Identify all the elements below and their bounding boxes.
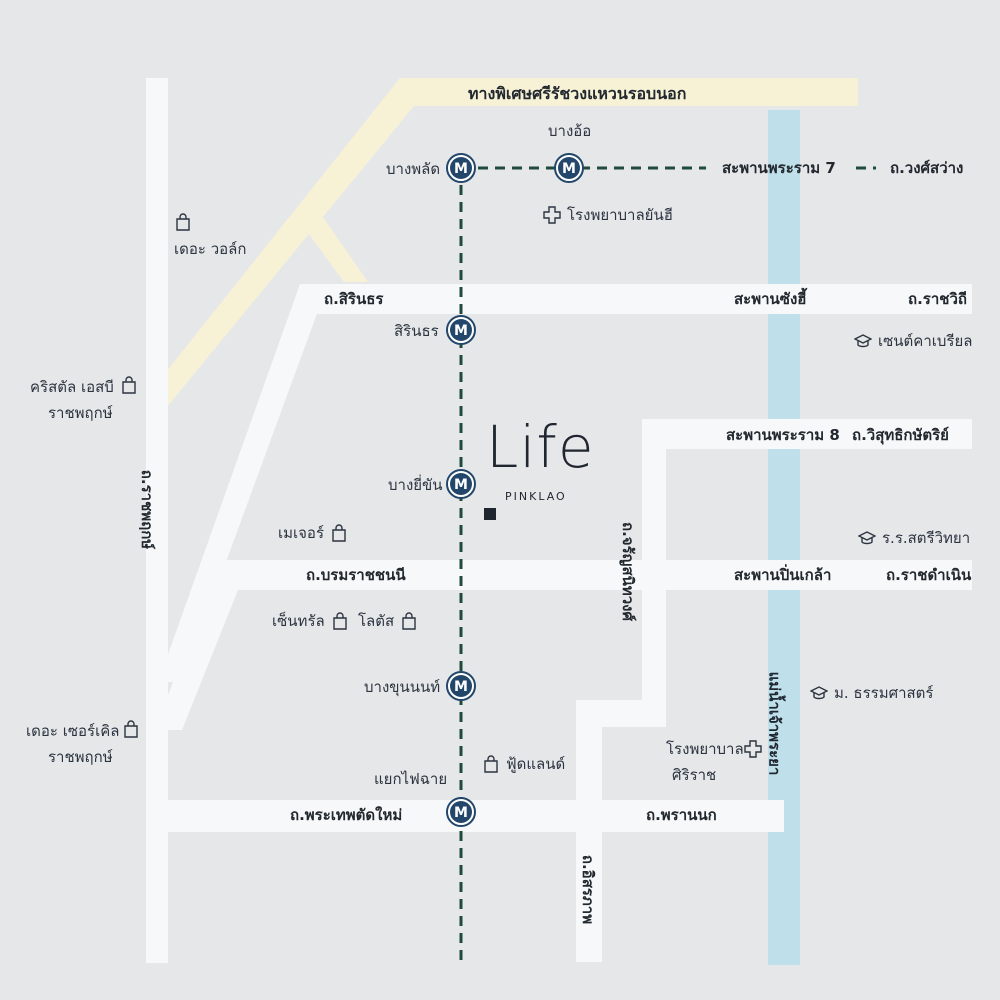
logo-subtitle: PINKLAO: [505, 490, 567, 503]
shopping-bag-icon: [402, 612, 416, 630]
station-bang-phlat-marker: M: [446, 153, 476, 183]
road-ratchaphruek: [146, 78, 168, 963]
shopping-bag-icon: [122, 376, 136, 394]
road-label-phrakhet: ถ.พระเทพตัดใหม่: [290, 806, 403, 824]
road-sirinthon-diagonal: [166, 284, 322, 682]
graduation-cap-icon: [858, 531, 876, 545]
road-charansanitwong-jog: [576, 678, 666, 962]
road-label-phrannok: ถ.พรานนก: [646, 806, 717, 824]
poi-label: ม. ธรรมศาสตร์: [834, 684, 934, 702]
station-label-sirinthon: สิรินธร: [394, 322, 439, 340]
station-bang-yi-khan-marker: M: [446, 469, 476, 499]
poi-label: ฟู้ดแลนด์: [506, 755, 566, 773]
poi-label: เมเจอร์: [278, 524, 324, 542]
station-bang-khun-non-marker: M: [446, 671, 476, 701]
bridge-label-rama7: สะพานพระราม 7: [722, 159, 836, 177]
poi-label: ร.ร.สตรีวิทยา: [882, 529, 971, 547]
poi-label: โรงพยาบาลยันฮี: [567, 206, 673, 224]
station-fill: [450, 801, 472, 823]
poi-central: เซ็นทรัล: [272, 609, 349, 633]
road-label-wongsawang: ถ.วงศ์สว่าง: [890, 159, 964, 177]
hospital-icon: [543, 206, 561, 224]
expressway-diagonal: [166, 78, 858, 408]
station-label-bang-yi-khan: บางยี่ขัน: [388, 476, 443, 494]
poi-label-crystal-2: ราชพฤกษ์: [48, 404, 113, 422]
bridge-label-pinklao: สะพานปิ่นเกล้า: [734, 566, 832, 584]
poi-major: เมเจอร์: [278, 521, 348, 545]
road-label-itsaraphap: ถ.อิสรภาพ: [579, 854, 598, 925]
poi-label-siriraj-2: ศิริราช: [672, 766, 717, 784]
expressway-ramp: [303, 210, 368, 282]
shopping-bag-icon: [124, 720, 138, 738]
poi-label-crystal-1: คริสตัล เอสบี: [30, 378, 114, 396]
hospital-icon: [744, 740, 762, 758]
poi-foodland: ฟู้ดแลนด์: [482, 752, 565, 776]
station-label-bang-phlat: บางพลัด: [386, 160, 441, 178]
station-fill: [450, 319, 472, 341]
shopping-bag-icon: [332, 524, 346, 542]
graduation-cap-icon: [810, 686, 828, 700]
road-label-charansanitwong: ถ.จรัญสนิทวงศ์: [618, 522, 637, 621]
station-fill: [450, 675, 472, 697]
logo-title: Life: [486, 413, 595, 481]
station-bang-o-marker: M: [554, 153, 584, 183]
poi-label-the-walk: เดอะ วอล์ก: [174, 240, 247, 258]
road-label-ratchadamnoen: ถ.ราชดำเนิน: [886, 566, 972, 584]
metro-m-icon: M: [454, 477, 468, 493]
road-label-sirinthon: ถ.สิรินธร: [324, 290, 384, 308]
poi-lotus: โลตัส: [358, 609, 418, 633]
station-label-bang-khun-non: บางขุนนนท์: [364, 678, 441, 696]
road-boromratchachonnani: [222, 560, 972, 590]
shopping-bag-icon: [484, 755, 498, 773]
poi-label: เซ็นทรัล: [272, 612, 325, 630]
poi-label-circle-1: เดอะ เซอร์เคิล: [26, 722, 120, 740]
graduation-cap-icon: [854, 334, 872, 348]
road-borom-diagonal: [166, 560, 238, 730]
poi-label-siriraj-1: โรงพยาบาล: [666, 740, 744, 758]
road-sirinthon: [300, 284, 972, 314]
road-label-wisutkasat: ถ.วิสุทธิกษัตริย์: [852, 426, 949, 444]
poi-label: เซนต์คาเบรียล: [878, 332, 973, 350]
station-fill: [558, 157, 580, 179]
bridge-label-rama8: สะพานพระราม 8: [726, 426, 840, 444]
metro-m-icon: M: [562, 161, 576, 177]
road-label-boromratchachonnani: ถ.บรมราชชนนี: [306, 566, 406, 584]
poi-the-walk: [174, 213, 192, 235]
station-fill: [450, 473, 472, 495]
poi-label: โลตัส: [358, 612, 395, 630]
metro-m-icon: M: [454, 323, 468, 339]
river-chao-phraya: [768, 110, 800, 965]
shopping-bag-icon: [333, 612, 347, 630]
shopping-bag-icon: [176, 213, 190, 231]
road-wisutkasat: [642, 419, 972, 449]
metro-m-icon: M: [454, 805, 468, 821]
station-label-bang-o: บางอ้อ: [548, 122, 592, 140]
station-sirinthon-marker: M: [446, 315, 476, 345]
river-label: แม่น้ำเจ้าพระยา: [765, 671, 784, 776]
location-marker: [484, 508, 496, 520]
poi-yanhee-hospital: โรงพยาบาลยันฮี: [543, 203, 673, 227]
metro-m-icon: M: [454, 161, 468, 177]
road-label-ratchaphruek: ถ.ราชพฤกษ์: [138, 469, 157, 550]
station-label-yaek-fai-chai: แยกไฟฉาย: [374, 770, 448, 788]
bridge-label-sanghi: สะพานซังฮี้: [734, 290, 807, 308]
station-fill: [450, 157, 472, 179]
metro-m-icon: M: [454, 679, 468, 695]
poi-thammasat: ม. ธรรมศาสตร์: [810, 681, 933, 705]
poi-satri-wittaya: ร.ร.สตรีวิทยา: [858, 526, 970, 550]
poi-saint-gabriel: เซนต์คาเบรียล: [854, 329, 972, 353]
expressway-label: ทางพิเศษศรีรัชวงแหวนรอบนอก: [468, 84, 687, 103]
road-label-ratchawithi: ถ.ราชวิถี: [908, 290, 967, 308]
poi-label-circle-2: ราชพฤกษ์: [48, 748, 113, 766]
station-yaek-fai-chai-marker: M: [446, 797, 476, 827]
